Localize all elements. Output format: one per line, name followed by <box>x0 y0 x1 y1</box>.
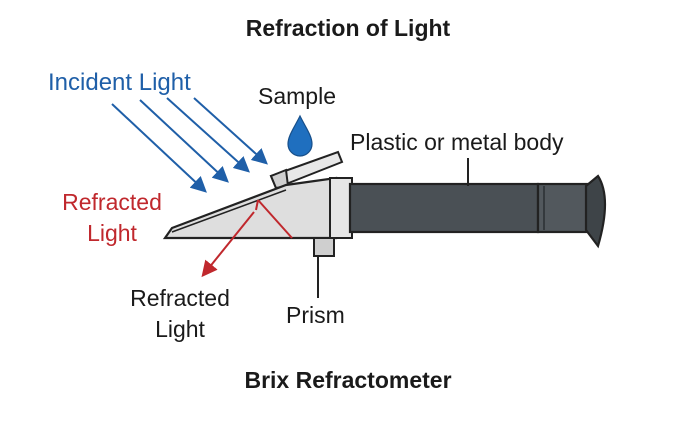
sample-label: Sample <box>258 83 336 109</box>
refracted-ray-out <box>201 211 255 278</box>
prism-head <box>162 176 353 257</box>
incident-light-label: Incident Light <box>48 69 191 96</box>
refracted-light-red-label-line1: Refracted <box>62 189 162 215</box>
sample-drop-icon <box>287 114 313 157</box>
prism-label: Prism <box>286 302 345 328</box>
refracted-light-red-label-line2: Light <box>87 220 137 246</box>
incident-light-arrows <box>111 97 268 193</box>
refracted-ray-up <box>255 199 259 211</box>
incident-arrow-2 <box>139 99 229 183</box>
body-label: Plastic or metal body <box>350 129 564 155</box>
incident-arrow-3 <box>166 97 250 173</box>
incident-arrow-1 <box>111 103 207 193</box>
diagram-title: Refraction of Light <box>245 15 451 41</box>
body-tube <box>348 174 607 249</box>
leader-lines <box>317 158 469 298</box>
diagram-caption: Brix Refractometer <box>244 367 452 393</box>
refracted-light-black-label-line2: Light <box>155 316 205 342</box>
refracted-light-rays <box>201 199 293 278</box>
refracted-light-black-label-line1: Refracted <box>130 285 230 311</box>
incident-arrow-4 <box>193 97 268 165</box>
refracted-ray-down <box>257 199 293 239</box>
